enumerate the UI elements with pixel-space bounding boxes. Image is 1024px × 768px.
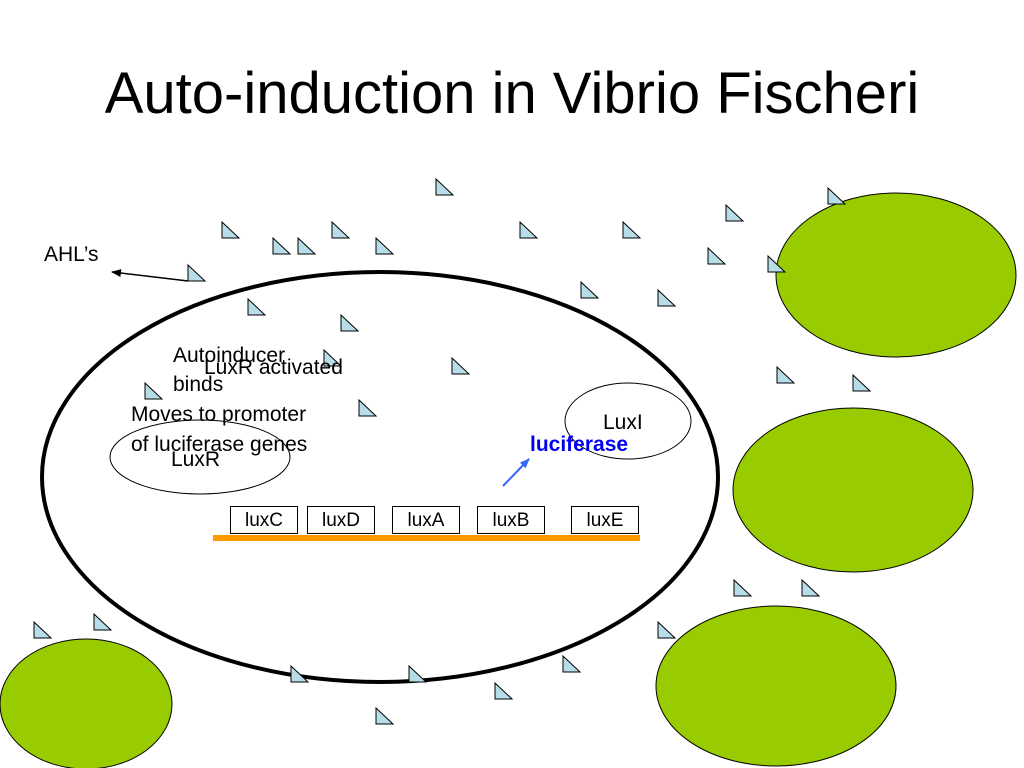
luxr-ellipse: [109, 419, 291, 495]
ahl-molecule: [340, 313, 360, 332]
ahl-molecule: [33, 620, 53, 639]
autoinducer-label-line2: binds: [173, 373, 224, 396]
ahl-molecule: [187, 263, 207, 282]
ahl-molecule: [657, 288, 677, 307]
ahl-molecule: [93, 612, 113, 631]
ahl-molecule: [767, 254, 787, 273]
ahl-molecule: [519, 220, 539, 239]
ahl-molecule: [827, 186, 847, 205]
ahl-molecule: [375, 236, 395, 255]
main-cell: [40, 270, 720, 684]
ahl-molecule: [290, 664, 310, 683]
ahl-molecule: [358, 398, 378, 417]
ahl-molecule: [331, 220, 351, 239]
ahl-molecule: [733, 578, 753, 597]
ahl-molecule: [562, 654, 582, 673]
gene-box-luxa: luxA: [392, 506, 460, 534]
ahl-molecule: [323, 348, 343, 367]
neighbor-cell-bottom-right: [655, 605, 897, 767]
ahl-molecule: [801, 578, 821, 597]
ahl-molecule: [494, 681, 514, 700]
ahl-molecule: [297, 236, 317, 255]
dna-strand: [213, 535, 640, 541]
gene-box-luxc: luxC: [230, 506, 298, 534]
gene-box-luxd: luxD: [307, 506, 375, 534]
ahl-molecule: [451, 356, 471, 375]
ahls-label: AHL’s: [44, 243, 99, 266]
luciferase-arrow: [502, 458, 530, 487]
luxi-label: LuxI: [603, 411, 643, 434]
luxr-label: LuxR: [171, 448, 221, 471]
luxi-ellipse: [564, 382, 692, 460]
luxr-activated-label: LuxR activated: [204, 356, 343, 379]
ahl-molecules: [33, 177, 872, 725]
neighbor-cell-middle-right: [732, 407, 974, 573]
ahl-molecule: [852, 373, 872, 392]
gene-box-luxe: luxE: [571, 506, 639, 534]
ahl-molecule: [221, 220, 241, 239]
ahl-molecule: [657, 620, 677, 639]
ahl-molecule: [707, 246, 727, 265]
gene-box-luxb: luxB: [477, 506, 545, 534]
moves-label-line2: of luciferase genes: [131, 433, 308, 456]
neighbor-cell-bottom-left: [0, 638, 173, 768]
ahl-pointer-arrow: [111, 269, 189, 282]
luciferase-label: luciferase: [530, 433, 629, 456]
ahl-molecule: [435, 177, 455, 196]
autoinducer-label-line1: Autoinducer: [173, 344, 286, 367]
ahl-molecule: [580, 280, 600, 299]
ahl-molecule: [622, 220, 642, 239]
ahl-molecule: [144, 381, 164, 400]
ahl-molecule: [375, 706, 395, 725]
ahl-molecule: [408, 664, 428, 683]
neighbor-cell-top-right: [775, 192, 1017, 358]
ahl-molecule: [725, 203, 745, 222]
ahl-molecule: [247, 297, 267, 316]
slide-title: Auto-induction in Vibrio Fischeri: [104, 61, 920, 126]
ahl-molecule: [272, 236, 292, 255]
ahl-molecule: [776, 365, 796, 384]
moves-label-line1: Moves to promoter: [131, 403, 307, 426]
